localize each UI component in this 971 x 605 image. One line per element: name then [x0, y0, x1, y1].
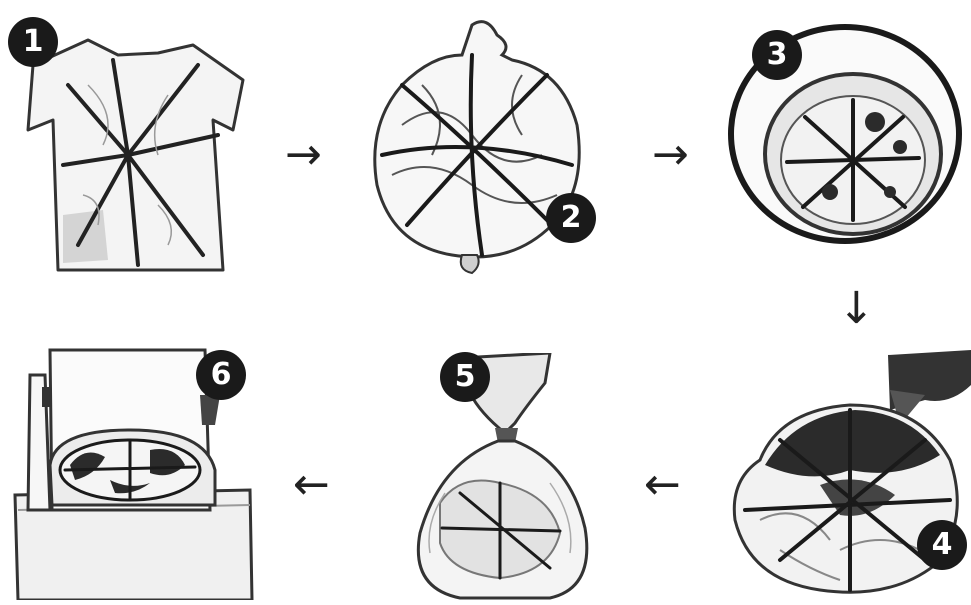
arrow-left-1: ← [644, 463, 681, 507]
step-5-badge: 5 [440, 352, 490, 402]
arrow-right-1: → [285, 133, 322, 177]
step-3-badge: 3 [752, 30, 802, 80]
arrow-left-2: ← [293, 463, 330, 507]
step-2-badge: 2 [546, 193, 596, 243]
step-6-badge: 6 [196, 350, 246, 400]
bundle-in-plastic-bag-icon [400, 353, 595, 603]
step-4-badge: 4 [917, 520, 967, 570]
arrow-right-2: → [652, 133, 689, 177]
step-1-badge: 1 [8, 17, 58, 67]
arrow-down: ↓ [838, 287, 875, 331]
